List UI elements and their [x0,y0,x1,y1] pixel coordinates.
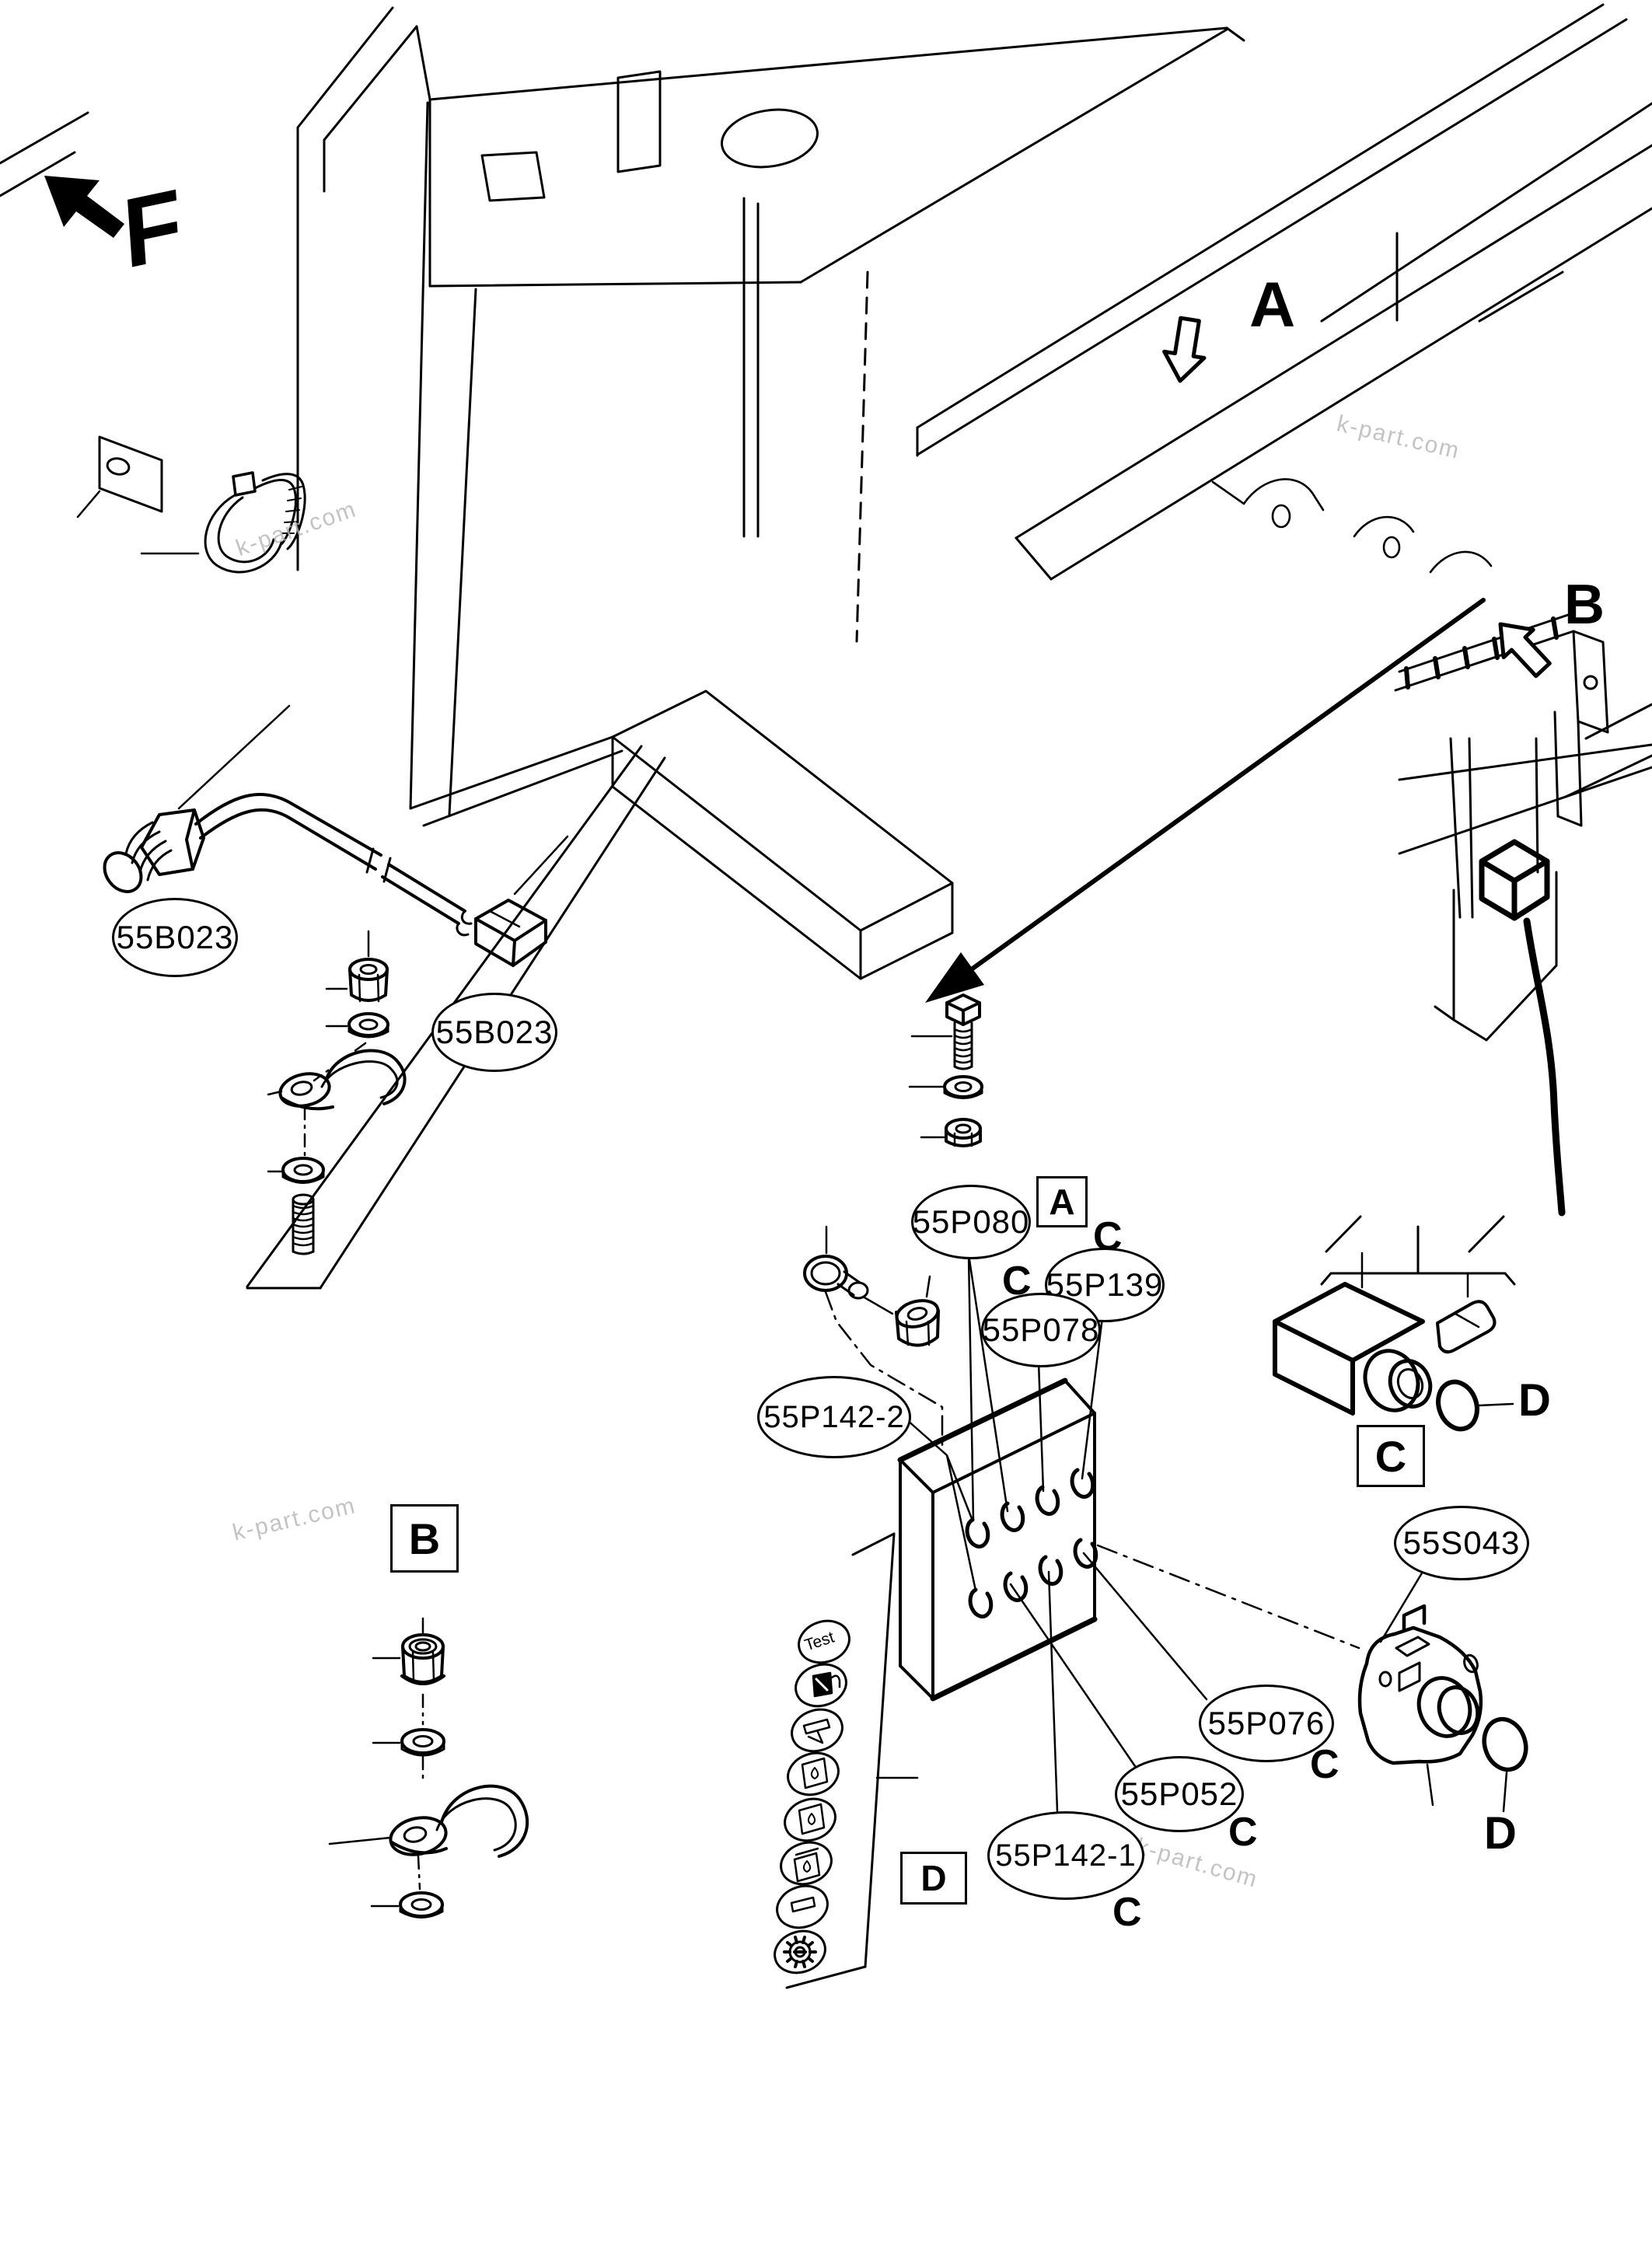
fuel-filter-icon [787,1751,840,1796]
view-letter-a: A [1249,270,1296,340]
cable-tie [140,471,306,574]
legend-ellipses [774,1619,850,1974]
marker-d-2: D [1484,1808,1517,1859]
machine-structure [0,3,1652,1290]
block-holes [967,1470,1096,1616]
detail-box-d: D [900,1852,967,1905]
marker-c-3: C [1310,1742,1339,1787]
part-label-55p142-2: 55P142-2 [757,1376,911,1458]
socket-assembly [1357,1604,1528,1813]
clamp-hardware-a [267,930,407,1255]
bulb [1436,1300,1497,1354]
part-label-55b023-connector: 55B023 [431,993,557,1072]
clamp-hardware-b [328,1617,529,1919]
p-clamp-b [389,1784,529,1858]
view-letter-b: B [1564,574,1605,636]
part-label-55p080: 55P080 [911,1185,1031,1259]
legend-strip [774,1532,919,1989]
front-view-letter: F [119,168,186,290]
bottom-rail [611,690,954,980]
valve-parts [1211,478,1493,574]
front-view-arrow [44,176,124,238]
water-separator-icon [780,1841,833,1886]
strap-and-relay [1434,737,1566,1217]
p-clamp-a [278,1049,407,1111]
part-label-55p076: 55P076 [1199,1685,1334,1762]
arrow-b [1498,622,1552,679]
part-label-55p052: 55P052 [1115,1756,1244,1832]
dash-dot-link [1096,1544,1360,1650]
relay-box [1479,839,1550,921]
grommet-and-nut [803,1225,944,1452]
hidden-line [855,271,869,643]
bulb-holder-assembly [1273,1215,1516,1432]
fuel-nozzle-icon [791,1708,843,1753]
marker-c-4: C [1228,1810,1258,1855]
detail-box-b: B [390,1504,459,1573]
pointer-arrow [925,598,1486,1003]
o-ring-upper [1436,1379,1479,1432]
bolt-assembly [908,993,983,1147]
sensor-55b023 [103,704,569,967]
part-label-55b023-sensor: 55B023 [112,898,238,977]
label-plate [76,435,163,518]
o-ring-lower [1482,1716,1528,1772]
leader-lines [905,1253,1424,1813]
detail-box-a: A [1036,1176,1088,1227]
sensor-connector [456,899,547,967]
fuel-pump-icon [795,1663,847,1708]
marker-d-1: D [1518,1375,1551,1426]
part-label-55p078: 55P078 [981,1293,1101,1367]
test-icon [798,1619,850,1664]
arrow-a [1162,316,1207,383]
harness-cable [1523,917,1566,1217]
fuel-filter-icon [784,1797,836,1842]
toothed-bracket [1394,613,1609,827]
gear-icon [774,1929,826,1974]
part-label-55s043: 55S043 [1394,1506,1529,1580]
junction-block [897,1377,1096,1702]
frame-rails [916,3,1652,855]
sensor-cable [194,792,466,925]
marker-c-5: C [1112,1890,1142,1935]
filler-hole [721,108,819,169]
detail-box-c: C [1357,1425,1425,1487]
slot-icon [776,1884,829,1929]
part-label-55p142-1: 55P142-1 [987,1811,1144,1900]
